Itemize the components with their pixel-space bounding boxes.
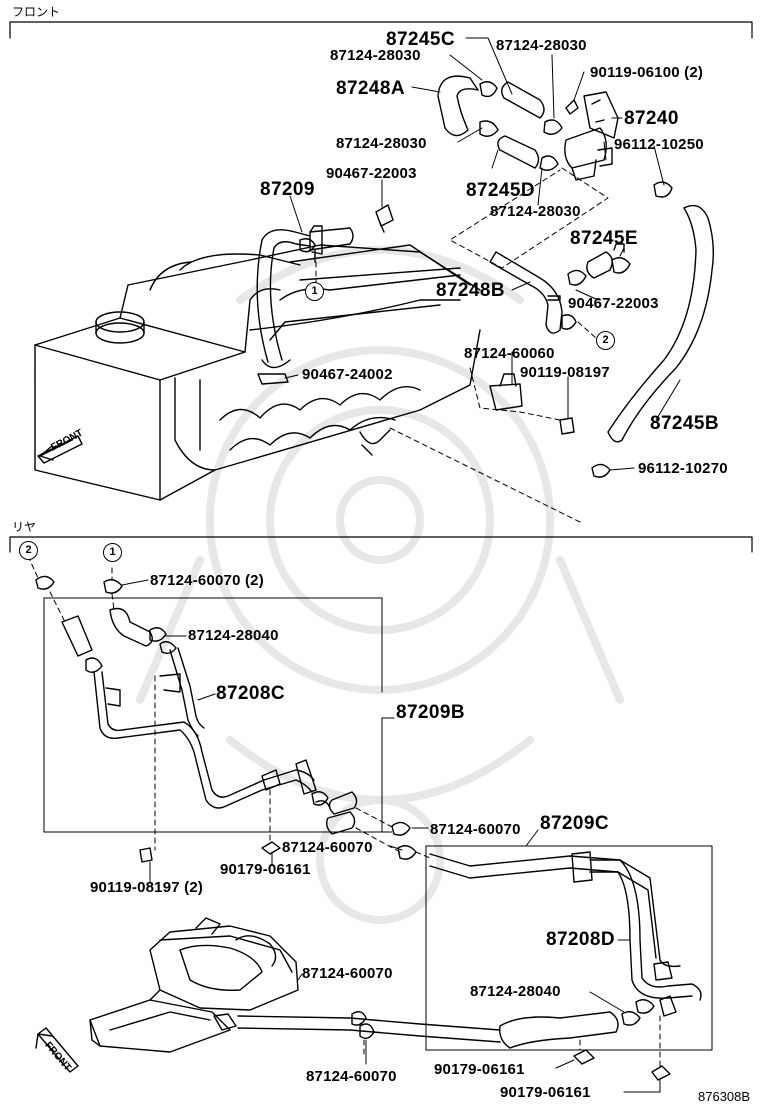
part-label-90179-06161-c: 90179-06161 — [500, 1084, 591, 1101]
part-label-87245E: 87245E — [570, 228, 638, 249]
part-label-87208D: 87208D — [546, 929, 615, 950]
callout-1-front: 1 — [305, 282, 324, 301]
part-label-90179-06161-b: 90179-06161 — [434, 1061, 525, 1078]
rear-dashed-lines — [27, 555, 661, 1067]
part-label-87245B: 87245B — [650, 413, 719, 434]
part-label-87124-28030-b: 87124-28030 — [330, 47, 421, 64]
part-label-87124-28030-a: 87124-28030 — [496, 37, 587, 54]
rear-section-label: リヤ — [12, 520, 37, 534]
part-label-87124-60070-d: 87124-60070 — [306, 1068, 397, 1085]
part-label-87124-28030-c: 87124-28030 — [336, 135, 427, 152]
engine-block — [34, 244, 481, 501]
front-section-label: フロント — [12, 5, 61, 19]
figure-code: 876308B — [698, 1089, 751, 1104]
part-label-87245D: 87245D — [466, 180, 535, 201]
part-label-87124-60070-b: 87124-60070 — [282, 839, 373, 856]
front-dashed-lines — [315, 167, 609, 523]
part-label-90119-08197: 90119-08197 — [520, 364, 610, 381]
callout-2-rear: 2 — [19, 541, 38, 560]
part-label-90467-22003-a: 90467-22003 — [326, 165, 417, 182]
part-label-87124-60070-2: 87124-60070 (2) — [150, 572, 264, 589]
part-label-87124-28030-d: 87124-28030 — [490, 203, 581, 220]
part-label-87124-60070-a: 87124-60070 — [430, 821, 521, 838]
callout-1-rear: 1 — [103, 543, 122, 562]
part-label-90119-06100: 90119-06100 (2) — [590, 64, 704, 81]
rear-section-frame — [9, 536, 753, 553]
part-label-90119-08197-2: 90119-08197 (2) — [90, 879, 204, 896]
front-section-frame — [9, 21, 753, 39]
rear-subassembly-box-left — [43, 597, 393, 833]
part-label-96112-10270: 96112-10270 — [638, 460, 728, 477]
part-label-87209: 87209 — [260, 179, 315, 200]
part-label-87209B: 87209B — [396, 702, 465, 723]
part-label-87248B: 87248B — [436, 280, 505, 301]
part-label-87240: 87240 — [624, 108, 679, 129]
part-label-87124-60070-c: 87124-60070 — [302, 965, 393, 982]
front-hoses — [37, 75, 715, 478]
part-label-87124-28040-a: 87124-28040 — [188, 627, 279, 644]
part-label-87208C: 87208C — [216, 683, 285, 704]
rear-pipes — [35, 575, 702, 1081]
part-label-87248A: 87248A — [336, 78, 405, 99]
part-label-90467-22003-b: 90467-22003 — [568, 295, 659, 312]
callout-2-front: 2 — [596, 331, 615, 350]
rear-leader-lines — [121, 579, 661, 1093]
part-label-87209C: 87209C — [540, 813, 609, 834]
part-label-90179-06161-a: 90179-06161 — [220, 861, 311, 878]
part-label-90467-24002: 90467-24002 — [302, 366, 393, 383]
part-label-96112-10250: 96112-10250 — [614, 136, 704, 153]
front-leader-lines — [284, 37, 681, 471]
watermark-emblem — [136, 246, 624, 924]
rear-subassembly-box-right — [425, 845, 713, 1051]
part-label-87124-60060: 87124-60060 — [464, 345, 555, 362]
part-label-87124-28040-b: 87124-28040 — [470, 983, 561, 1000]
part-label-87245C: 87245C — [386, 29, 455, 50]
